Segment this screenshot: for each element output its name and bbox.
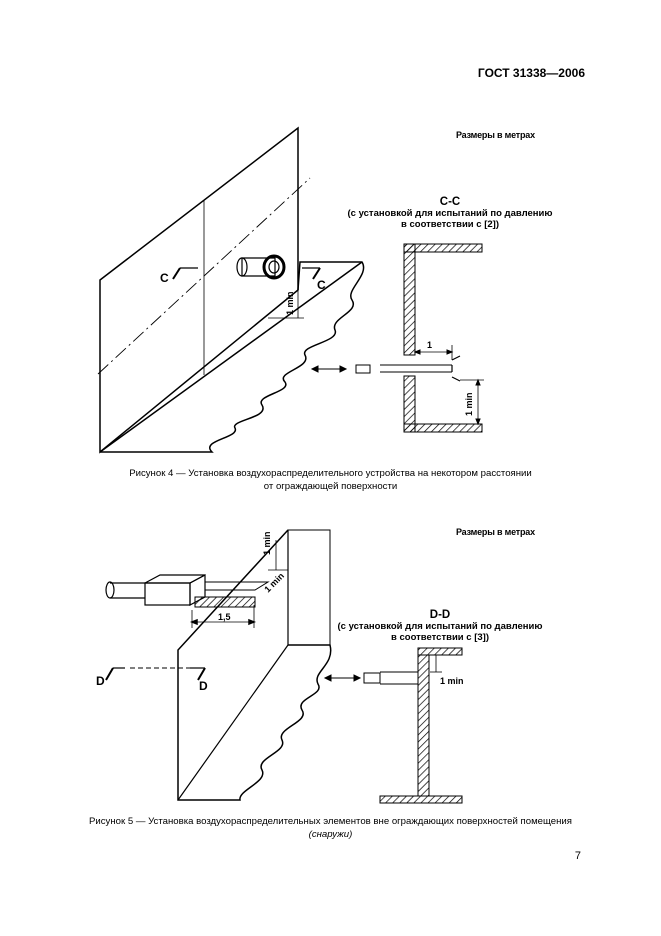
fig5-dim-1min-section: 1 min (440, 676, 464, 686)
fig5-box-front (144, 582, 191, 606)
fig5-wall-face (287, 529, 331, 646)
fig4-nozzle (451, 355, 461, 382)
fig4-section-view (310, 243, 484, 433)
fig5-flange-top (417, 647, 463, 656)
fig4-label-c-left: C (160, 271, 169, 285)
fig4-isometric-view (97, 126, 365, 454)
fig4-caption-line1: Рисунок 4 — Установка воздухораспределит… (129, 468, 532, 479)
fig5-caption: Рисунок 5 — Установка воздухораспределит… (40, 815, 621, 841)
fig4-flange-top (403, 243, 483, 253)
document-id: ГОСТ 31338—2006 (477, 66, 585, 80)
fig4-section-label: C-C (с установкой для испытаний по давле… (340, 196, 560, 230)
fig5-dim-1min-diag: 1 min (262, 571, 286, 595)
fig4-flange-bottom (403, 423, 483, 433)
fig5-pipe-end (105, 581, 115, 599)
fig5-section-title: D-D (429, 609, 451, 621)
fig4-dimensions-note: Размеры в метрах (456, 130, 535, 140)
fig5-plate (194, 596, 256, 608)
fig4-caption: Рисунок 4 — Установка воздухораспределит… (60, 467, 601, 493)
fig5-web (417, 654, 430, 797)
fig4-dim-1min-iso: 1 min (285, 291, 295, 315)
fig5-wall-edge (177, 644, 289, 801)
fig5-label-d-left: D (96, 674, 105, 688)
fig5-wall-front (177, 529, 332, 801)
fig4-test-rig-block (355, 364, 371, 374)
fig4-label-c-right: C (317, 278, 326, 292)
fig5-section-sub1: (с установкой для испытаний по давлению (337, 621, 543, 632)
fig4-diffuser (262, 254, 286, 280)
fig5-label-d-right: D (199, 679, 208, 693)
fig5-dim-1min-vert: 1 min (262, 531, 272, 555)
fig4-section-sub2: в соответствии с [2]) (401, 219, 499, 230)
fig4-floor-break (100, 261, 365, 453)
fig4-wall-edge (99, 261, 363, 453)
fig4-caption-line2: от ограждающей поверхности (263, 481, 398, 492)
fig4-duct-end (236, 257, 248, 277)
fig4-section-title: C-C (439, 196, 461, 208)
fig4-dim-1: 1 (427, 340, 432, 350)
fig5-dimensions-note: Размеры в метрах (456, 527, 535, 537)
fig4-axis-centerline (97, 177, 311, 375)
fig5-flange-bottom (379, 795, 463, 804)
fig4-wall-top-hatched (403, 243, 416, 356)
fig5-test-rig-block (363, 672, 381, 684)
fig5-caption-line2: (снаружи) (308, 829, 353, 840)
fig4-wall-plane (99, 126, 299, 454)
fig4-section-sub1: (с установкой для испытаний по давлению (347, 208, 553, 219)
fig4-duct (241, 257, 276, 277)
page-number: 7 (574, 850, 581, 862)
fig5-dim-15: 1,5 (218, 612, 231, 622)
fig5-box-top (144, 574, 206, 584)
fig4-dim-1min-section: 1 min (464, 392, 474, 416)
fig5-isometric-view (105, 529, 332, 801)
fig5-section-view (323, 647, 463, 804)
fig5-section-label: D-D (с установкой для испытаний по давле… (330, 609, 550, 643)
fig5-section-sub2: в соответствии с [3]) (391, 632, 489, 643)
fig5-caption-line1: Рисунок 5 — Установка воздухораспределит… (89, 816, 572, 827)
